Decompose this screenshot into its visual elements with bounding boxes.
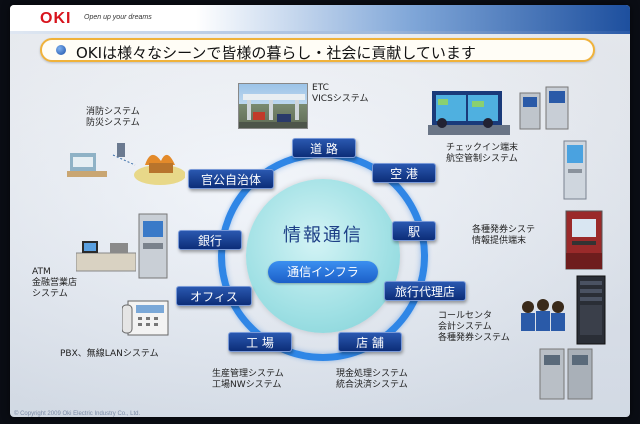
sector-station: 駅 [392,221,436,241]
header-band: OKI Open up your dreams [10,5,630,31]
ticket-machine-illustration [564,209,604,271]
center-title: 情報通信 [246,221,400,247]
caption-disaster: 消防システム防災システム [86,107,140,129]
caption-pbx: PBX、無線LANシステム [60,349,159,360]
server-rack-illustration [576,275,606,345]
pbx-phone-illustration [122,297,172,339]
atm-illustration [138,213,168,279]
header-stripe [10,31,630,34]
sector-store: 店 舗 [338,332,402,352]
oki-logo: OKI [40,10,71,28]
sector-road: 道 路 [292,138,356,158]
checkin-kiosk-illustration [518,85,570,131]
cash-machine-illustration [538,345,594,401]
caption-store: 現金処理システム統合決済システム [336,369,408,391]
disaster-scene-illustration [65,135,185,187]
tagline: Open up your dreams [84,14,152,21]
toll-gate-image [238,83,308,129]
center-circle: 情報通信 通信インフラ [246,179,400,333]
sector-airport: 空 港 [372,163,436,183]
caption-callcenter: コールセンタ会計システム各種発券システム [438,311,510,344]
sector-travel-agency: 旅行代理店 [384,281,466,301]
title-box: OKIは様々なシーンで皆様の暮らし・社会に貢献しています [40,38,595,62]
caption-airport: チェックイン端末航空管制システム [446,143,518,165]
sector-office: オフィス [176,286,252,306]
sector-factory: 工 場 [228,332,292,352]
title-bullet-icon [56,45,66,55]
sector-bank: 銀行 [178,230,242,250]
slide: OKI Open up your dreams OKIは様々なシーンで皆様の暮ら… [10,5,630,417]
call-center-illustration [518,295,568,335]
caption-station: 各種発券システ情報提供端末 [472,225,535,247]
caption-factory: 生産管理システム工場NWシステム [212,369,284,391]
copyright-footer: © Copyright 2009 Oki Electric Industry C… [14,411,140,417]
center-pill: 通信インフラ [268,261,378,283]
info-kiosk-illustration [562,139,588,201]
slide-title: OKIは様々なシーンで皆様の暮らし・社会に貢献しています [76,42,476,63]
sector-government: 官公自治体 [188,169,274,189]
control-room-illustration [428,87,510,139]
bank-counter-illustration [76,237,136,273]
